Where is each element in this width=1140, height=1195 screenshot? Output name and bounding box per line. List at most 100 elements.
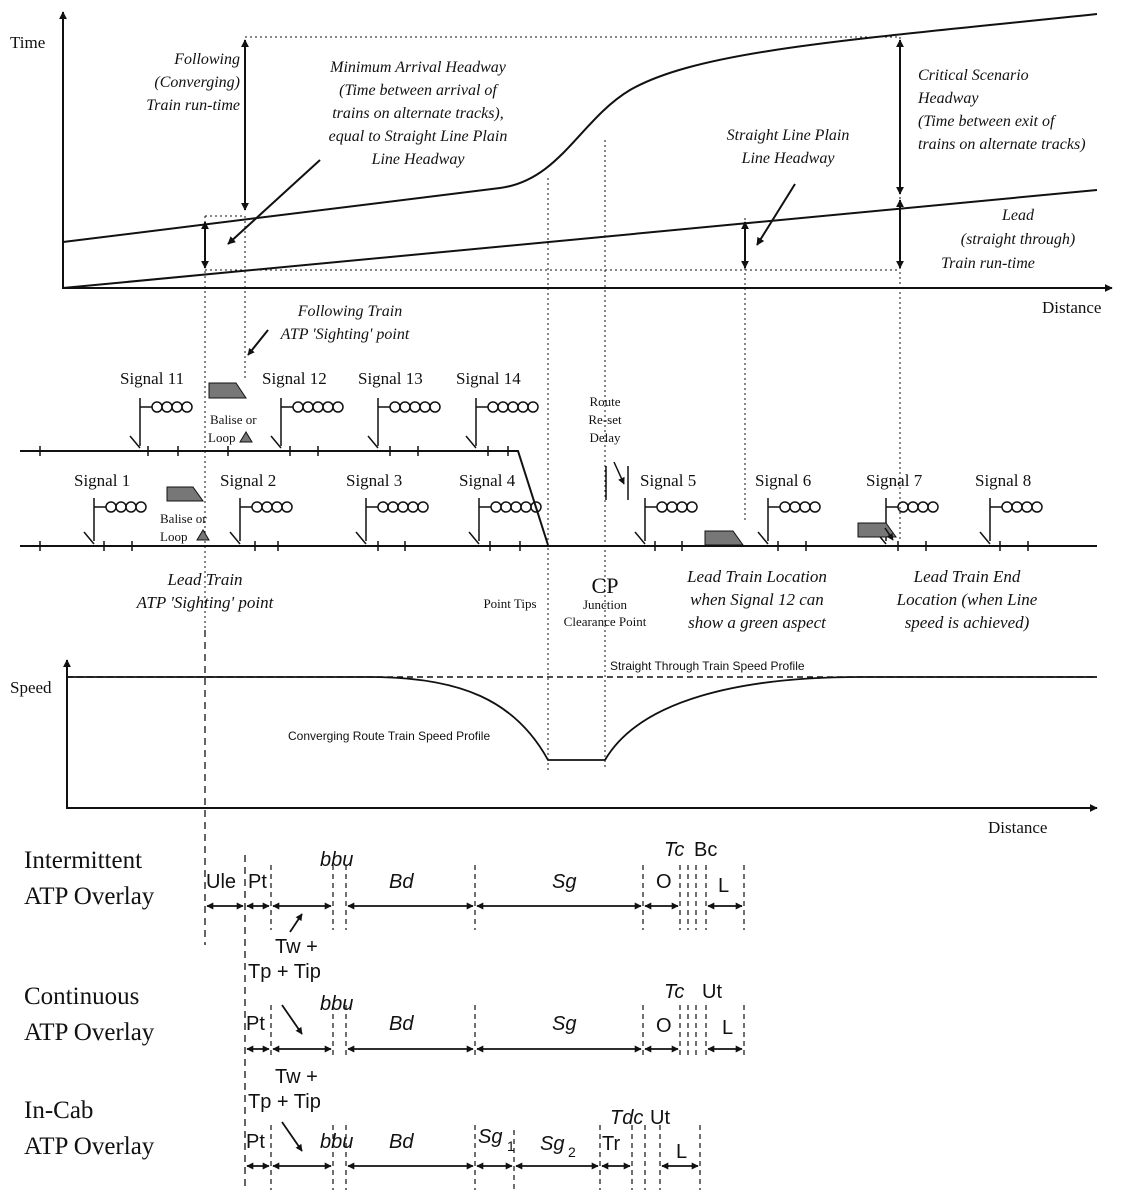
intermittent-boundaries [270,865,745,930]
svg-text:O: O [656,871,672,893]
svg-text:Intermittent: Intermittent [24,847,142,874]
converging-train-curve [62,13,1098,243]
svg-text:(Time between arrival of: (Time between arrival of [339,82,499,99]
track-layout: Following Train ATP 'Sighting' point Sig… [20,303,1097,632]
incab-dimension-arrows [246,1121,699,1170]
svg-text:Tr: Tr [602,1133,620,1155]
svg-text:ATP Overlay: ATP Overlay [24,1019,155,1046]
svg-text:Straight Line Plain: Straight Line Plain [727,127,850,144]
signal-6: Signal 6 [755,471,821,545]
svg-text:Tc: Tc [664,981,684,1003]
svg-text:Balise or: Balise or [160,511,207,526]
signal-5: Signal 5 [634,471,698,545]
svg-text:Headway: Headway [917,90,979,107]
converging-profile-label: Converging Route Train Speed Profile [288,729,490,743]
min-arrival-headway-label: Minimum Arrival Headway (Time between ar… [329,59,508,168]
svg-text:Train run-time: Train run-time [941,255,1035,272]
svg-text:Pt: Pt [248,871,267,893]
svg-text:ATP 'Sighting' point: ATP 'Sighting' point [136,593,275,612]
signal-13-label: Signal 13 [358,369,423,388]
svg-text:bbu: bbu [320,849,353,871]
signal-14-label: Signal 14 [456,369,521,388]
svg-text:Tp + Tip: Tp + Tip [248,1091,321,1113]
svg-text:Minimum Arrival Headway: Minimum Arrival Headway [329,59,507,76]
cp-label: CP [592,573,619,598]
intermittent-segment-labels: Ule Pt bbu Bd Sg O Tc Bc L [206,839,729,897]
following-train-icon [208,382,247,399]
straight-train-line [62,189,1098,289]
svg-text:(straight through): (straight through) [961,231,1076,248]
intermittent-atp-overlay: Intermittent ATP Overlay Ule [24,839,745,983]
signal-12-label: Signal 12 [262,369,327,388]
speed-distance-axis-label: Distance [988,818,1047,837]
lead-runtime-label: Lead (straight through) Train run-time [941,207,1075,272]
continuous-atp-overlay: Continuous ATP Overlay Pt bbu [24,981,745,1113]
svg-text:Clearance Point: Clearance Point [564,614,647,629]
following-runtime-label: Following (Converging) Train run-time [146,51,240,114]
signal-4: Signal 4 [459,471,542,545]
svg-text:Tdc: Tdc [610,1107,643,1129]
continuous-dimension-arrows [246,1004,743,1053]
critical-headway-label: Critical Scenario Headway (Time between … [917,67,1086,153]
signal-8: Signal 8 [975,471,1043,545]
svg-text:Bd: Bd [389,1013,414,1035]
signal-3: Signal 3 [346,471,429,545]
signal-13: Signal 13 [358,369,441,449]
lead-train-icon-start [166,486,204,502]
svg-text:Bd: Bd [389,871,414,893]
signal-8-label: Signal 8 [975,471,1031,490]
svg-text:show a green aspect: show a green aspect [688,613,827,632]
route-reset-label: Route Re-set Delay [588,394,622,445]
straight-profile-label: Straight Through Train Speed Profile [610,659,805,673]
incab-atp-overlay: In-Cab ATP Overlay Pt bbu [24,1097,701,1190]
continuous-title: Continuous ATP Overlay [24,983,155,1046]
svg-text:ATP Overlay: ATP Overlay [24,1133,155,1160]
signal-2-label: Signal 2 [220,471,276,490]
svg-text:(Converging): (Converging) [154,74,240,91]
distance-axis-label: Distance [1042,298,1101,317]
lead-end-label: Lead Train End Location (when Line speed… [896,567,1038,632]
svg-text:L: L [718,875,729,897]
intermittent-note: Tw + Tp + Tip [248,936,321,983]
signal-14: Signal 14 [456,369,539,449]
svg-text:equal to Straight Line Plain: equal to Straight Line Plain [329,128,508,145]
svg-text:Line Headway: Line Headway [371,151,466,168]
svg-text:Loop: Loop [208,430,235,445]
overlay-reference-lines [204,630,246,1190]
continuous-note: Tw + Tp + Tip [248,1066,321,1113]
svg-text:Train run-time: Train run-time [146,97,240,114]
svg-text:trains on alternate tracks): trains on alternate tracks) [918,136,1086,153]
time-distance-graph: Time Distance Following (C [10,11,1113,770]
signal-1-label: Signal 1 [74,471,130,490]
signal-6-label: Signal 6 [755,471,811,490]
svg-text:Pt: Pt [246,1013,265,1035]
straight-headway-label: Straight Line Plain Line Headway [727,127,850,167]
time-reference-dotted-lines [204,36,901,770]
svg-text:(Time between exit of: (Time between exit of [918,113,1057,130]
svg-text:Tw +: Tw + [275,936,318,958]
speed-distance-graph: Speed Distance Straight Through Train Sp… [10,659,1098,837]
continuous-segment-labels: Pt bbu Bd Sg O Tc Ut L [246,981,733,1039]
intermittent-dimension-arrows [206,902,743,933]
lead-location-label: Lead Train Location when Signal 12 can s… [686,567,827,632]
svg-text:Sg: Sg [552,1013,576,1035]
svg-text:Delay: Delay [589,430,621,445]
lower-track-ticks [39,541,1029,551]
following-sighting-arrow [247,329,269,356]
lead-sighting-label: Lead Train ATP 'Sighting' point [136,570,275,612]
svg-text:O: O [656,1015,672,1037]
upper-track-ticks [39,446,509,456]
svg-text:In-Cab: In-Cab [24,1097,93,1124]
svg-text:Sg: Sg [552,871,576,893]
signal-4-label: Signal 4 [459,471,516,490]
time-axis-label: Time [10,33,45,52]
signal-3-label: Signal 3 [346,471,402,490]
svg-text:Re-set: Re-set [588,412,622,427]
svg-text:Tp + Tip: Tp + Tip [248,961,321,983]
intermittent-title: Intermittent ATP Overlay [24,847,155,910]
svg-text:Ule: Ule [206,871,236,893]
svg-text:Tc: Tc [664,839,684,861]
svg-text:Lead Train Location: Lead Train Location [686,567,827,586]
svg-text:Sg: Sg [478,1126,502,1148]
